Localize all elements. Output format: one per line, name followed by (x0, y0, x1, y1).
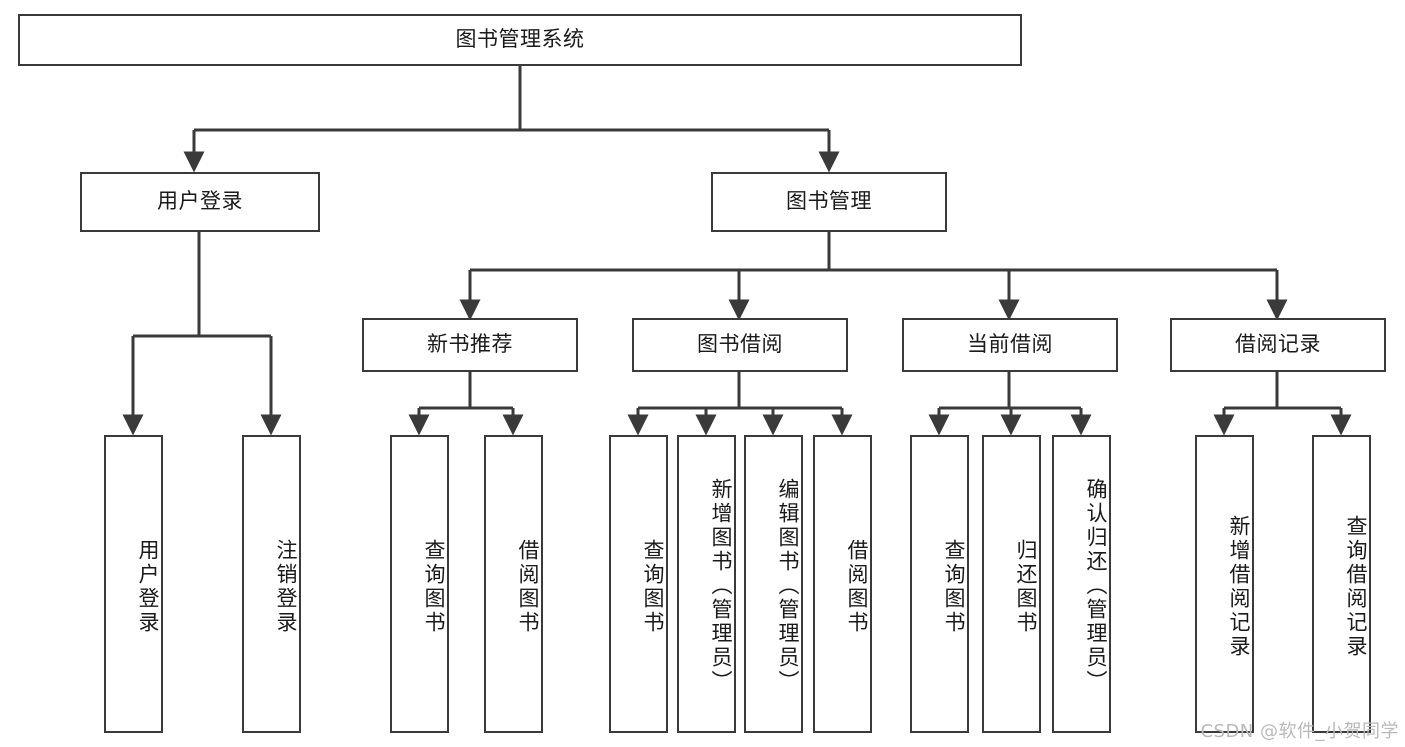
node-label: 编辑图书（管理员） (776, 477, 800, 694)
node-label: 确认归还（管理员） (1084, 477, 1108, 694)
node-user-login[interactable]: 用户登录 (80, 172, 320, 232)
node-leaf-borrow-add-admin[interactable]: 新增图书（管理员） (677, 435, 736, 733)
node-label: 注销登录 (274, 539, 298, 635)
node-leaf-current-confirm-admin[interactable]: 确认归还（管理员） (1052, 435, 1111, 733)
node-book-management[interactable]: 图书管理 (711, 172, 947, 232)
node-leaf-user-login-signout[interactable]: 注销登录 (242, 435, 301, 733)
node-new-book-recommend[interactable]: 新书推荐 (362, 318, 578, 372)
node-leaf-new-book-query[interactable]: 查询图书 (390, 435, 449, 733)
node-label: 查询借阅记录 (1344, 515, 1368, 659)
node-leaf-current-return[interactable]: 归还图书 (982, 435, 1041, 733)
node-label: 查询图书 (942, 539, 966, 635)
node-leaf-current-query[interactable]: 查询图书 (910, 435, 969, 733)
node-label: 查询图书 (422, 539, 446, 635)
node-label: 新增图书（管理员） (709, 477, 733, 694)
watermark-text: CSDN @软件_小贺同学 (1200, 721, 1399, 742)
node-leaf-borrow-edit-admin[interactable]: 编辑图书（管理员） (744, 435, 803, 733)
node-current-borrow[interactable]: 当前借阅 (902, 318, 1118, 372)
node-book-borrow[interactable]: 图书借阅 (632, 318, 848, 372)
node-leaf-user-login-signin[interactable]: 用户登录 (104, 435, 163, 733)
node-label: 查询图书 (641, 539, 665, 635)
node-label: 借阅图书 (516, 539, 540, 635)
node-label: 借阅图书 (845, 539, 869, 635)
node-label: 图书借阅 (697, 332, 783, 357)
node-leaf-record-add[interactable]: 新增借阅记录 (1195, 435, 1254, 733)
node-leaf-record-query[interactable]: 查询借阅记录 (1312, 435, 1371, 733)
node-label: 用户登录 (157, 189, 243, 214)
node-label: 归还图书 (1014, 539, 1038, 635)
node-leaf-borrow-query[interactable]: 查询图书 (609, 435, 668, 733)
node-label: 新书推荐 (427, 332, 513, 357)
node-label: 图书管理系统 (455, 27, 585, 52)
node-label: 借阅记录 (1235, 332, 1321, 357)
node-leaf-new-book-borrow[interactable]: 借阅图书 (484, 435, 543, 733)
node-label: 图书管理 (786, 189, 872, 214)
node-root-system[interactable]: 图书管理系统 (18, 14, 1022, 66)
node-borrow-record[interactable]: 借阅记录 (1170, 318, 1386, 372)
node-label: 用户登录 (136, 539, 160, 635)
node-label: 新增借阅记录 (1227, 515, 1251, 659)
node-leaf-borrow-borrow-book[interactable]: 借阅图书 (813, 435, 872, 733)
node-label: 当前借阅 (967, 332, 1053, 357)
